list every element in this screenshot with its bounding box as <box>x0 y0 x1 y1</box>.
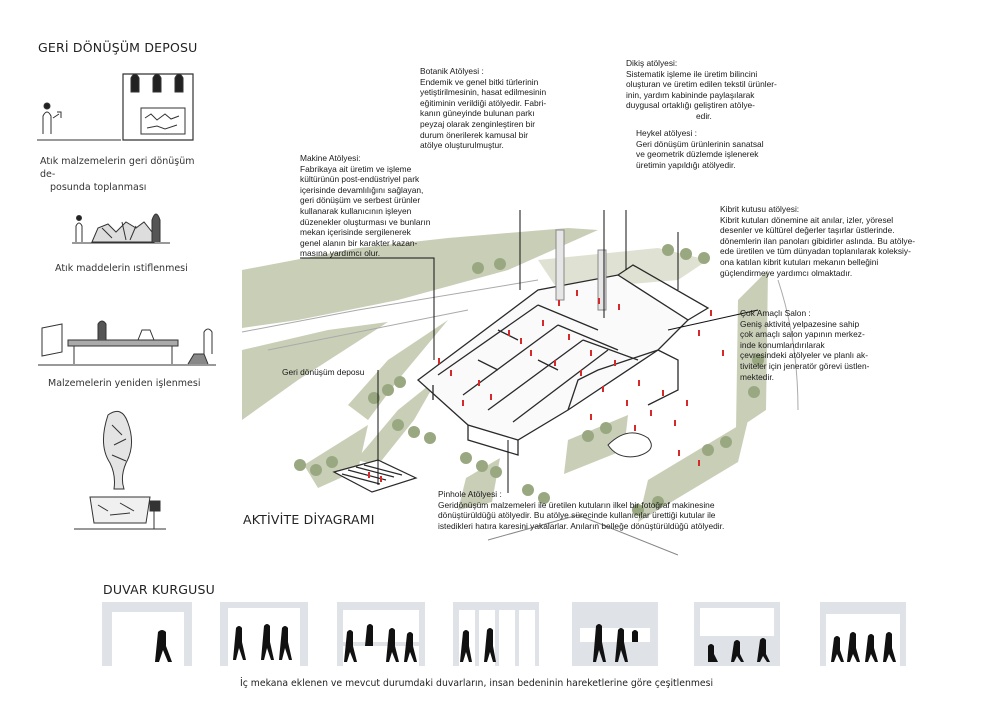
botanik-line: atölye oluşturulmuştur. <box>420 140 504 151</box>
pinhole-workshop-note: Pinhole Atölyesi : Geridönüşüm malzemele… <box>438 489 768 531</box>
grass-patch-n <box>538 248 708 290</box>
recycling-depot-pavilion <box>332 459 418 493</box>
sculpture-sketch <box>74 410 166 530</box>
step-1-caption-line1: Atık malzemelerin geri dönüşüm de- <box>40 156 195 180</box>
kibrit-workshop-note: Kibrit kutusu atölyesi: Kibrit kutuları … <box>720 204 930 278</box>
wall-panel-2 <box>220 602 308 666</box>
wall-panel-3 <box>337 602 425 666</box>
depot-collection-sketch <box>37 73 194 141</box>
pinhole-line: Geridönüşüm malzemeleri ile üretilen kut… <box>438 499 715 510</box>
botanik-line: yetiştirilmesinin, hasat edilmesinin <box>420 87 547 98</box>
recycling-depot-title: GERİ DÖNÜŞÜM DEPOSU <box>38 40 198 55</box>
pool <box>607 432 652 458</box>
salon-title: Çok Amaçlı Salon : <box>740 308 811 318</box>
salon-line: çok amaçlı salon yapının merkez- <box>740 329 865 340</box>
makine-line: geri dönüşüm ve serbest ürünler <box>300 195 421 206</box>
site-plan-axonometric <box>241 210 799 556</box>
wall-panel-1 <box>102 602 192 666</box>
step-1-caption-line2: posunda toplanması <box>50 182 147 193</box>
salon-line: mektedir. <box>740 371 774 382</box>
processing-sketch <box>38 320 216 366</box>
grass-patch-e <box>638 420 748 522</box>
heykel-line: Geri dönüşüm ürünlerinin sanatsal <box>636 138 764 149</box>
wall-panel-7 <box>820 602 906 666</box>
dikis-workshop-note: Dikiş atölyesi: Sistematik işleme ile ür… <box>626 58 786 122</box>
makine-line: Fabrikaya ait üretim ve işleme <box>300 163 412 174</box>
botanik-line: durum önerilerek kamusal bir <box>420 129 528 140</box>
grass-field-west <box>242 322 388 420</box>
leader-lines <box>300 210 759 493</box>
wall-panel-5 <box>572 602 658 666</box>
botanik-line: eğitiminin verildiği atölyedir. Fabri- <box>420 97 547 108</box>
kibrit-line: güçlendirmeye yardımcı olmaktadır. <box>720 267 853 278</box>
heykel-workshop-note: Heykel atölyesi : Geri dönüşüm ürünlerin… <box>636 128 786 170</box>
heykel-title: Heykel atölyesi : <box>636 128 697 138</box>
grass-patch-se <box>564 415 628 474</box>
makine-line: kullanarak kullanıcının işleyen <box>300 205 412 216</box>
dikis-line: oluşturan ve üretim edilen tekstil ürünl… <box>626 79 777 90</box>
grass-strip-east <box>736 270 768 430</box>
botanik-line: peyzaj olarak zenginleştiren bir <box>420 118 535 129</box>
tree-group <box>294 244 764 516</box>
makine-line: genel alanın bir karakter kazan- <box>300 237 418 248</box>
depot-note: Geri dönüşüm deposu <box>282 367 365 377</box>
wall-panel-6 <box>694 602 780 666</box>
makine-line: mekan içerisinde sergilenerek <box>300 227 411 238</box>
makine-line: içerisinde devamlılığını sağlayan, <box>300 184 424 195</box>
makine-line: masına yardımcı olur. <box>300 248 381 259</box>
tower-2 <box>597 249 607 311</box>
salon-line: inde konumlandırılarak <box>740 339 825 350</box>
dikis-line: inin, yardım kabininde paylaşılarak <box>626 89 755 100</box>
factory-building-outline <box>416 264 710 456</box>
botanik-workshop-note: Botanik Atölyesi : Endemik ve genel bitk… <box>420 66 570 151</box>
step-3-caption: Malzemelerin yeniden işlenmesi <box>48 378 201 389</box>
pinhole-line: dönüştürüldüğü atölyedir. Bu atölye süre… <box>438 510 716 521</box>
makine-line: kültürünün post-endüstriyel park <box>300 174 420 185</box>
heykel-line: üretimin yapıldığı atölyedir. <box>636 159 736 170</box>
kibrit-line: dönemlerin ilan panoları gibidirler aslı… <box>720 235 916 246</box>
grass-field-north <box>242 228 598 328</box>
step-1-caption: Atık malzemelerin geri dönüşüm de- posun… <box>40 155 210 194</box>
kibrit-title: Kibrit kutusu atölyesi: <box>720 204 800 214</box>
salon-line: Geniş aktivite yelpazesine sahip <box>740 318 860 329</box>
dikis-line: Sistematik işleme ile üretim bilincini <box>626 68 758 79</box>
grass-patch-s <box>458 458 500 510</box>
dikis-line: duygusal ortaklığı geliştiren atölye- <box>626 100 755 111</box>
wall-configuration-title: DUVAR KURGUSU <box>103 582 215 597</box>
salon-note: Çok Amaçlı Salon : Geniş aktivite yelpaz… <box>740 308 900 382</box>
kibrit-line: ede üretilen ve tüm dünyadan toplanılara… <box>720 246 911 257</box>
botanik-title: Botanik Atölyesi : <box>420 66 484 76</box>
makine-line: düzenekler oluşturması ve bunların <box>300 216 431 227</box>
salon-line: tiviteler için jeneratör görevi üstlen- <box>740 360 870 371</box>
kibrit-line: desenler ve kültürel değerler taşırlar ü… <box>720 225 895 236</box>
heykel-line: ve geometrik düzlemde işlenerek <box>636 149 759 160</box>
activity-diagram-title: AKTİVİTE DİYAGRAMI <box>243 512 375 527</box>
step-2-caption: Atık maddelerin ıstiflenmesi <box>55 263 188 274</box>
stacking-sketch <box>72 213 170 244</box>
botanik-line: Endemik ve genel bitki türlerinin <box>420 76 539 87</box>
makine-workshop-note: Makine Atölyesi: Fabrikaya ait üretim ve… <box>300 153 440 259</box>
wall-caption: İç mekana eklenen ve mevcut durumdaki du… <box>240 678 714 689</box>
kibrit-line: Kibrit kutuları dönemine ait anılar, izl… <box>720 214 894 225</box>
pinhole-title: Pinhole Atölyesi : <box>438 489 502 499</box>
people-markers <box>368 290 724 482</box>
pinhole-line: istedikleri hatıra karesini yakalarlar. … <box>438 520 725 531</box>
kibrit-line: ona katılan kibrit kutuları mekanın bell… <box>720 256 879 267</box>
makine-title: Makine Atölyesi: <box>300 153 361 163</box>
salon-line: çevresindeki atölyeler ve planlı ak- <box>740 350 869 361</box>
tower-1 <box>555 229 565 301</box>
wall-panel-4 <box>453 602 539 666</box>
botanik-line: kanın güneyinde bulunan parkı <box>420 108 535 119</box>
dikis-line: edir. <box>696 110 712 121</box>
dikis-title: Dikiş atölyesi: <box>626 58 678 68</box>
